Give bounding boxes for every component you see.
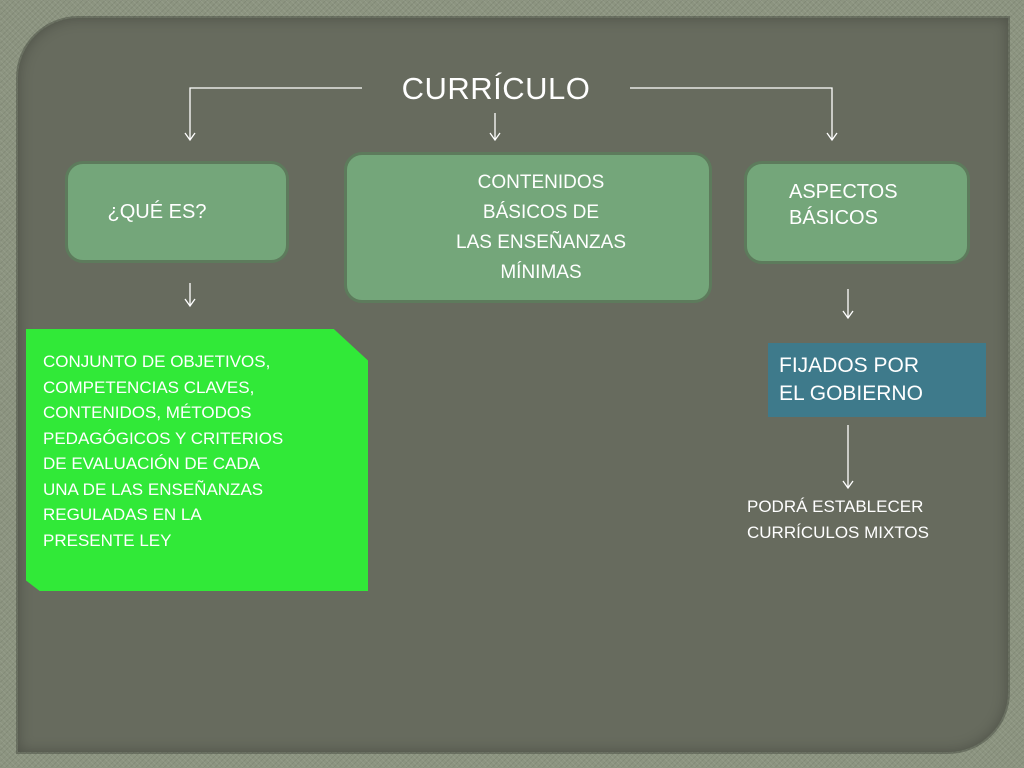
node-contenidos-label: CONTENIDOS BÁSICOS DE LAS ENSEÑANZAS MÍN… bbox=[456, 171, 626, 283]
node-fijados: FIJADOS POR EL GOBIERNO bbox=[768, 343, 986, 417]
page-title: CURRÍCULO bbox=[401, 71, 591, 106]
arrowhead-contenidos bbox=[489, 132, 501, 142]
arrowhead-fijados bbox=[842, 310, 854, 320]
node-fijados-label: FIJADOS POR EL GOBIERNO bbox=[779, 354, 923, 405]
node-que-es-label: ¿QUÉ ES? bbox=[107, 201, 207, 223]
connector-title-to-aspectos bbox=[630, 87, 833, 140]
connector-title-to-que-es bbox=[189, 87, 362, 140]
node-que-es: ¿QUÉ ES? bbox=[65, 161, 289, 263]
node-aspectos-label: ASPECTOS BÁSICOS bbox=[789, 180, 898, 229]
node-aspectos: ASPECTOS BÁSICOS bbox=[744, 161, 970, 264]
text-podra: PODRÁ ESTABLECER CURRÍCULOS MIXTOS bbox=[747, 497, 929, 542]
arrowhead-podra bbox=[842, 480, 854, 490]
node-definicion-label: CONJUNTO DE OBJETIVOS, COMPETENCIAS CLAV… bbox=[43, 352, 284, 550]
arrowhead-definicion bbox=[184, 298, 196, 308]
arrowhead-aspectos bbox=[826, 132, 838, 142]
arrowhead-que-es bbox=[184, 132, 196, 142]
node-definicion: CONJUNTO DE OBJETIVOS, COMPETENCIAS CLAV… bbox=[26, 329, 368, 591]
node-contenidos: CONTENIDOS BÁSICOS DE LAS ENSEÑANZAS MÍN… bbox=[344, 152, 712, 303]
